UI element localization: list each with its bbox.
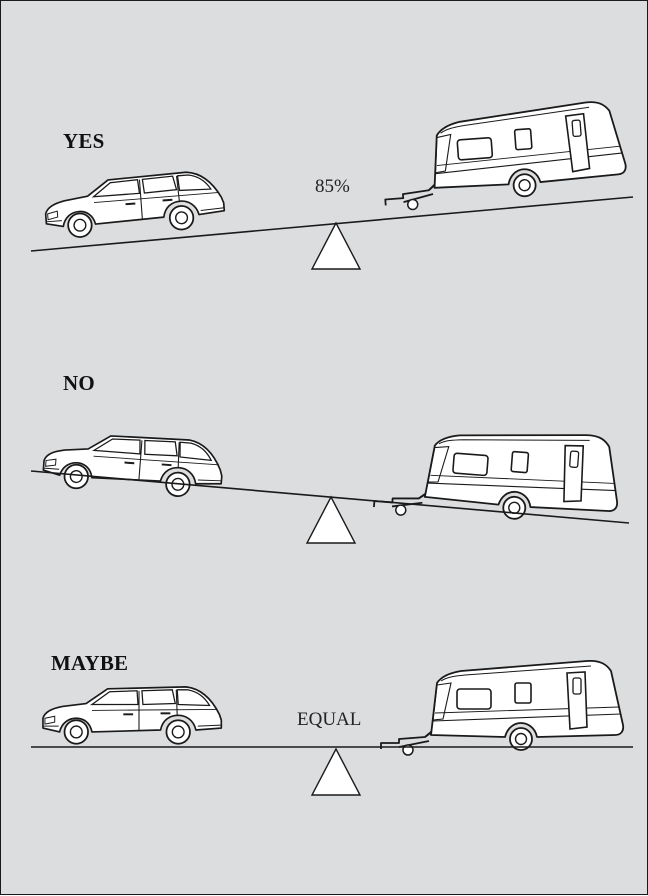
fulcrum-triangle: [312, 223, 360, 269]
seesaw-no: [1, 301, 648, 571]
panel-yes: YES 85%: [1, 1, 648, 301]
caravan-icon: [373, 419, 622, 531]
panel-no: NO: [1, 301, 648, 571]
car-icon: [42, 429, 224, 499]
panel-maybe: MAYBE EQUAL: [1, 571, 648, 896]
car-icon: [43, 687, 221, 744]
fulcrum-triangle: [307, 497, 355, 543]
caravan-icon: [379, 100, 627, 212]
seesaw-maybe: [1, 571, 648, 896]
caravan-icon: [381, 661, 623, 755]
fulcrum-triangle: [312, 749, 360, 795]
seesaw-yes: [1, 1, 648, 301]
car-icon: [43, 170, 225, 240]
